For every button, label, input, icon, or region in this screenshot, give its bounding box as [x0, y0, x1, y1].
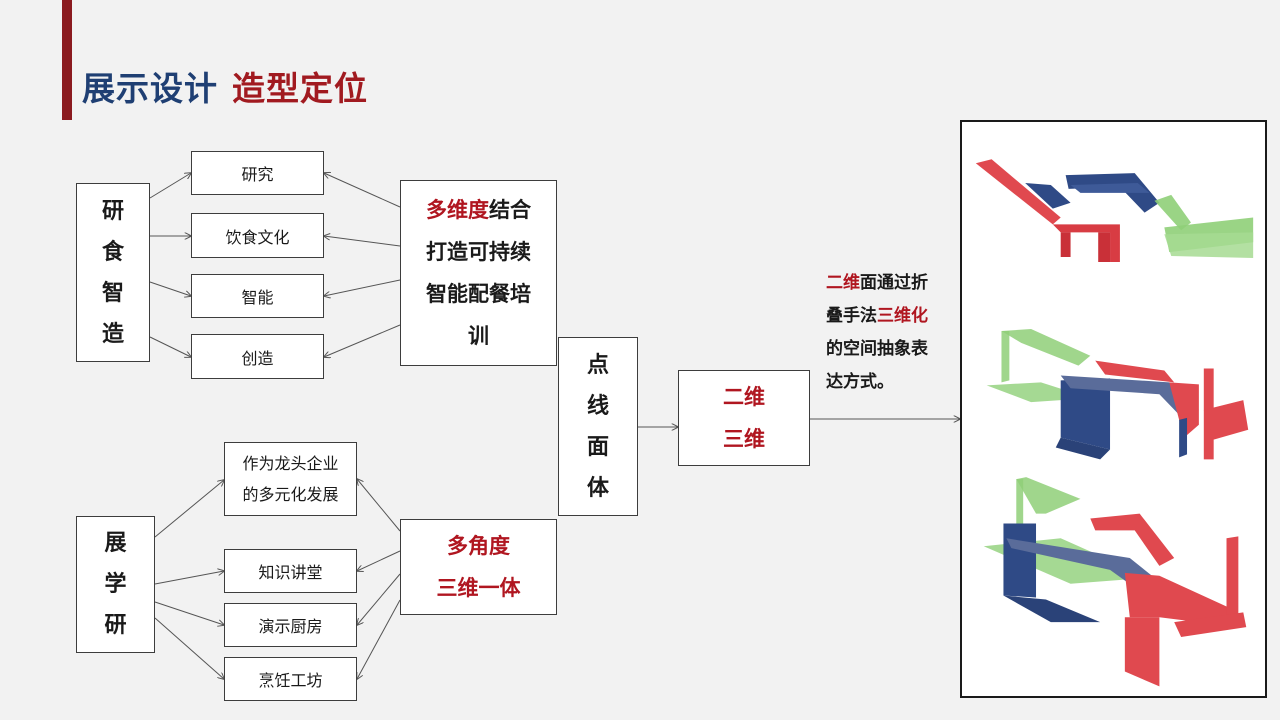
label-box-yan-shi-zhi-zao: 研 食 智 造: [76, 183, 150, 362]
page-title: 展示设计造型定位: [82, 62, 368, 110]
point-line-surface-body-box: 点 线 面 体: [558, 337, 638, 516]
dimension-box: 二维 三维: [678, 370, 810, 466]
item-box-research: 研究: [191, 151, 324, 195]
folded-3d-model-image: [960, 120, 1267, 698]
model-illustration: [975, 159, 1254, 687]
model-top: [975, 159, 1254, 262]
item-box-food-culture: 饮食文化: [191, 213, 324, 258]
multi-angle-box: 多角度 三维一体: [400, 519, 557, 615]
label-char: 展: [104, 531, 127, 556]
item-box-knowledge-lecture: 知识讲堂: [224, 549, 357, 593]
item-box-cooking-workshop: 烹饪工坊: [224, 657, 357, 701]
label-char: 智: [101, 280, 124, 306]
item-box-leading-enterprise: 作为龙头企业 的多元化发展: [224, 442, 357, 516]
annotation-text: 二维面通过折 叠手法三维化 的空间抽象表 达方式。: [826, 273, 928, 392]
item-box-intelligence: 智能: [191, 274, 324, 318]
label-char: 造: [101, 321, 124, 347]
label-box-zhan-xue-yan: 展 学 研: [76, 516, 155, 653]
title-secondary: 造型定位: [232, 69, 368, 108]
label-char: 研: [104, 613, 127, 638]
title-primary: 展示设计: [82, 69, 218, 108]
model-middle: [986, 329, 1249, 460]
title-accent-bar: [62, 0, 72, 120]
model-bottom: [983, 477, 1247, 687]
label-char: 学: [104, 572, 127, 597]
label-char: 研: [101, 198, 124, 224]
item-box-creation: 创造: [191, 334, 324, 379]
item-box-demo-kitchen: 演示厨房: [224, 603, 357, 647]
label-char: 食: [101, 239, 124, 265]
multi-dimension-box: 多维度结合 打造可持续 智能配餐培 训: [400, 180, 557, 366]
